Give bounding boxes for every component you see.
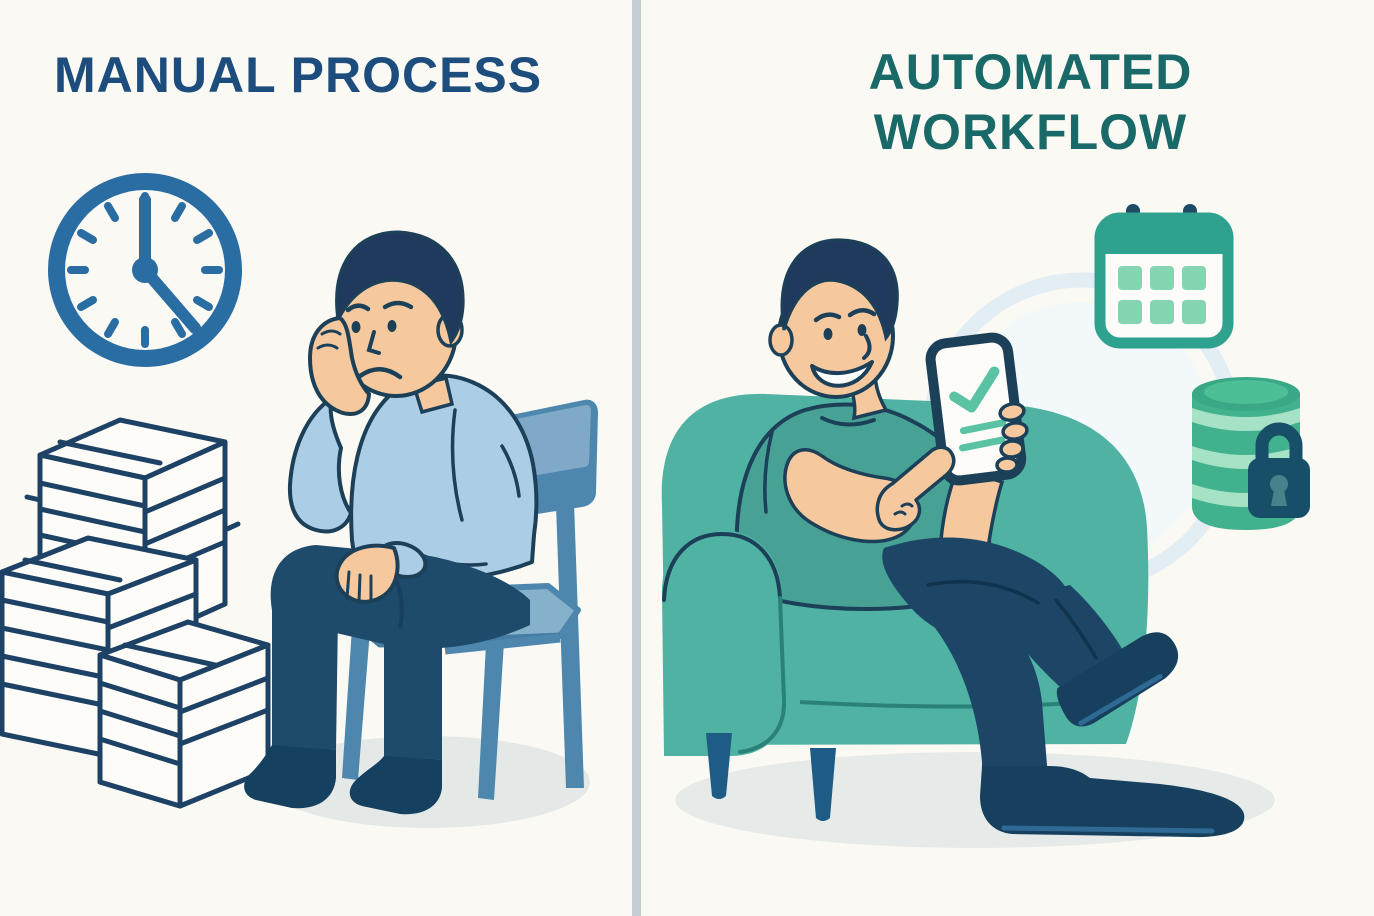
happy-eyebrow-left [813,312,842,323]
stressed-man-head [334,230,465,398]
relaxed-man-head [768,238,899,399]
manual-process-scene [0,173,598,828]
automated-workflow-title-line1: AUTOMATED [868,44,1193,100]
chair-front-leg [342,628,370,780]
chair-mid-leg [478,642,504,800]
propping-arm-sleeve [287,396,353,534]
manual-process-title: MANUAL PROCESS [54,47,543,103]
sad-eyebrow-left [345,303,371,313]
hair [335,230,465,346]
hand-on-knee [334,543,400,604]
armchair-armrest [662,530,787,756]
lock-icon [1248,422,1310,518]
paper-stack-icon [0,417,271,809]
raised-shoe [1056,632,1179,727]
paper-stack-right [97,619,271,809]
ear [768,323,794,357]
smile-mouth [810,360,874,388]
automated-workflow-title-line2: WORKFLOW [873,104,1188,160]
pointing-arm [783,445,956,544]
panel-divider [632,0,641,916]
pointing-hand [875,445,956,532]
clock-icon [48,173,242,367]
floor-shoe [980,766,1245,838]
right-shin [384,632,442,760]
stressed-man [244,230,539,815]
left-shin [272,600,338,750]
hair [780,238,899,342]
relaxed-man [734,238,1245,838]
calendar-icon [1094,204,1234,349]
automated-workflow-title: AUTOMATED WORKFLOW [687,42,1374,162]
smartphone-icon [925,332,1027,486]
armchair-legs [706,733,836,821]
sad-eyebrow-right [382,300,414,310]
happy-eyebrow-right [847,308,877,318]
chair-rear-post [556,502,584,788]
holding-fingers [995,402,1029,474]
frown-mouth [357,367,403,380]
hand-on-cheek [308,316,371,416]
right-shoe [349,756,442,815]
checkmark-icon [949,366,1000,413]
left-shoe [244,745,336,809]
automated-workflow-scene [661,204,1310,848]
